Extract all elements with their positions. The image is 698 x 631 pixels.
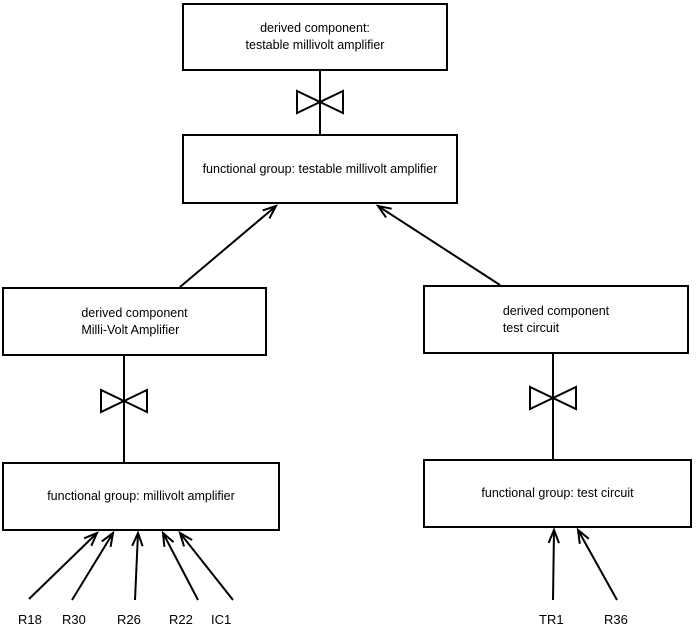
bowtie-left-triangle-icon (529, 385, 556, 411)
node-derived-testable-mv-amp[interactable]: derived component: testable millivolt am… (182, 3, 448, 71)
arrow-arrow-mv-amp-to-testable-fg[interactable] (179, 204, 279, 288)
arrowhead-icon (131, 530, 144, 547)
bowtie-left-triangle-icon (100, 388, 127, 414)
bowtie-right-triangle-icon (121, 388, 148, 414)
arrow-arrow-r26[interactable] (131, 530, 144, 601)
leaf-label-R30: R30 (62, 612, 86, 627)
node-fg-testable-mv-amp[interactable]: functional group: testable millivolt amp… (182, 134, 458, 204)
connector-bowtie-test-circuit[interactable] (529, 354, 577, 459)
leaf-label-R22: R22 (169, 612, 193, 627)
node-label: derived component Milli-Volt Amplifier (81, 305, 188, 337)
bowtie-right-triangle-icon (550, 385, 577, 411)
leaf-label-R36: R36 (604, 612, 628, 627)
arrow-arrow-r36[interactable] (576, 527, 618, 601)
arrowhead-icon (375, 204, 392, 218)
arrow-arrow-test-circuit-to-testable-fg[interactable] (375, 204, 501, 286)
arrow-arrow-r30[interactable] (71, 530, 115, 601)
node-label: derived component test circuit (502, 303, 610, 335)
arrowhead-icon (262, 204, 279, 219)
arrowhead-icon (161, 530, 175, 548)
node-label: derived component: testable millivolt am… (245, 21, 385, 52)
arrowhead-icon (178, 530, 193, 547)
arrowhead-icon (101, 530, 115, 547)
node-label: functional group: testable millivolt amp… (202, 161, 438, 176)
node-derived-test-circuit[interactable]: derived component test circuit (423, 285, 689, 354)
node-label: functional group: test circuit (481, 486, 634, 500)
bowtie-right-triangle-icon (317, 89, 344, 115)
connector-bowtie-mv-amp[interactable] (100, 356, 148, 462)
node-fg-test-circuit[interactable]: functional group: test circuit (423, 459, 692, 528)
arrow-arrow-r18[interactable] (28, 531, 99, 600)
connector-bowtie-top[interactable] (296, 71, 344, 134)
arrowhead-icon (576, 527, 590, 545)
arrowhead-icon (547, 527, 560, 544)
leaf-label-R18: R18 (18, 612, 42, 627)
node-derived-mv-amp[interactable]: derived component Milli-Volt Amplifier (2, 287, 267, 356)
leaf-label-TR1: TR1 (539, 612, 564, 627)
leaf-label-IC1: IC1 (211, 612, 232, 627)
node-fg-mv-amp[interactable]: functional group: millivolt amplifier (2, 462, 280, 531)
arrow-arrow-ic1[interactable] (178, 530, 234, 601)
arrow-arrow-r22[interactable] (161, 530, 199, 601)
node-label: functional group: millivolt amplifier (47, 489, 235, 503)
bowtie-left-triangle-icon (296, 89, 323, 115)
leaf-label-R26: R26 (117, 612, 141, 627)
arrowhead-icon (83, 531, 99, 547)
arrow-arrow-tr1[interactable] (547, 527, 560, 601)
